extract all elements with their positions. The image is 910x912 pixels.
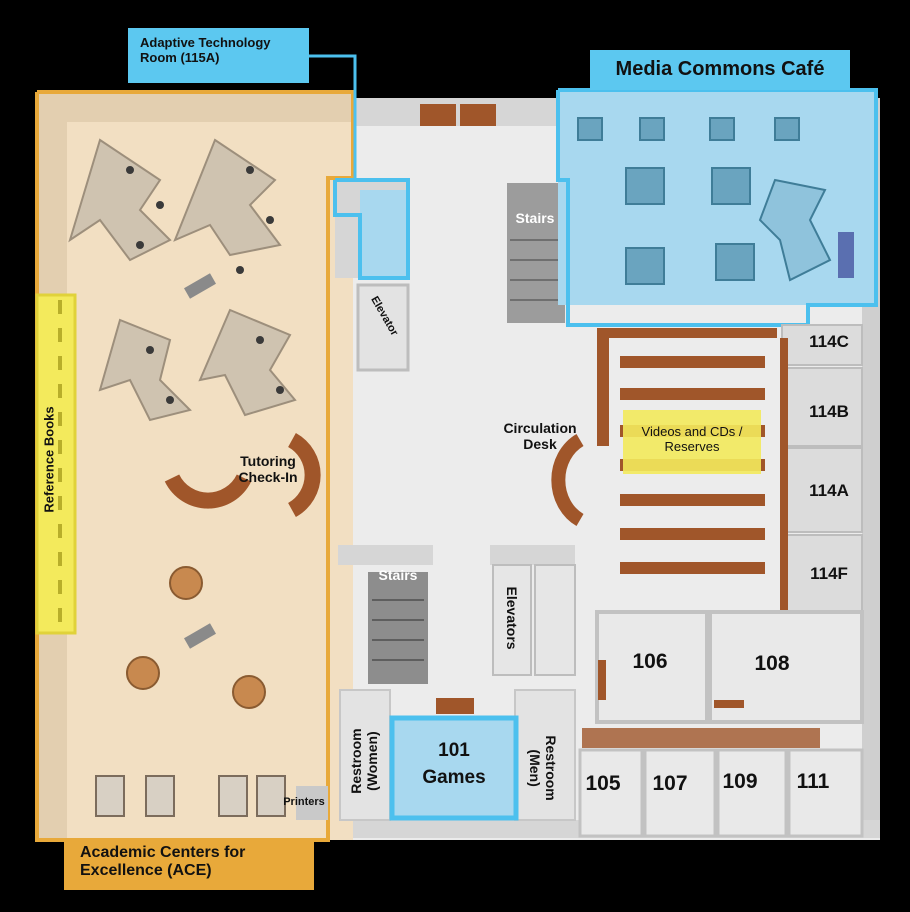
games-room-number: 101 (438, 740, 470, 761)
games-label: Games (422, 767, 486, 788)
room-105: 105 (585, 772, 621, 795)
room-114c: 114C (809, 332, 849, 351)
restroom-women-label: Restroom (Women) (347, 728, 380, 794)
elevators-label: Elevators (504, 586, 521, 650)
reference-books-label: Reference Books (41, 406, 57, 513)
videos-label: Videos and CDs / Reserves (641, 424, 743, 454)
restroom-men-label: Restroom (Men) (527, 735, 560, 801)
circulation-desk-label: Circulation Desk (503, 420, 577, 453)
room-109: 109 (722, 770, 758, 793)
ace-callout-text: Academic Centers for Excellence (ACE) (80, 844, 246, 880)
room-114a: 114A (809, 481, 849, 500)
reference-books-area (35, 293, 77, 635)
adaptive-callout-text: Adaptive Technology Room (115A) (140, 35, 271, 65)
stairs-bottom (368, 572, 428, 684)
room-114b: 114B (809, 402, 849, 421)
games-room (389, 715, 519, 821)
stairs-top (507, 183, 565, 323)
stairs-top-label: Stairs (515, 210, 555, 226)
videos-highlight (623, 410, 761, 474)
cafe-callout-text: Media Commons Café (615, 58, 825, 80)
adaptive-callout (128, 28, 309, 83)
cafe-callout (590, 50, 850, 90)
stairs-bottom-label: Stairs (378, 567, 418, 583)
tutoring-label: Tutoring Check-In (238, 453, 298, 486)
room-114f: 114F (810, 564, 848, 583)
room-106: 106 (632, 650, 668, 673)
room-107: 107 (652, 772, 688, 795)
room-111: 111 (796, 770, 830, 793)
room-108: 108 (754, 652, 790, 675)
printers-label: Printers (283, 796, 325, 808)
ace-callout (64, 840, 314, 890)
